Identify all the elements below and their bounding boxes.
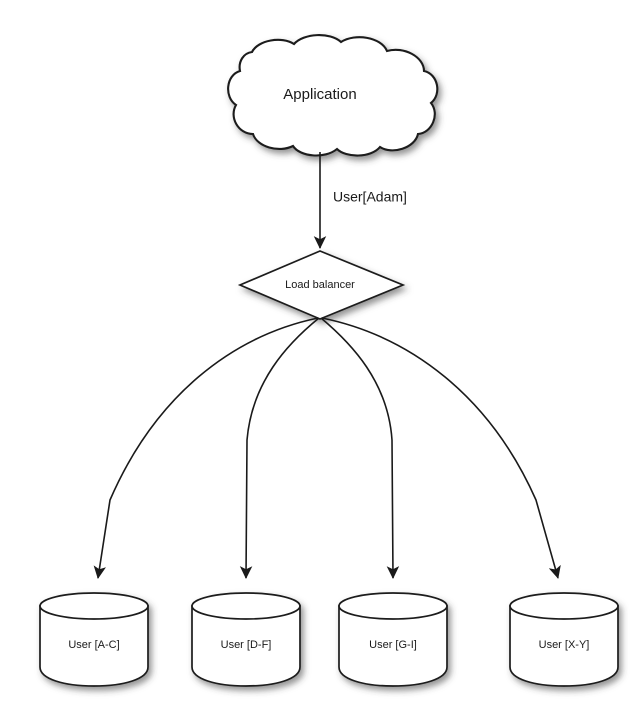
edge-line-lb-db3 — [320, 317, 400, 579]
db-label-user-a-c: User [A-C] — [68, 639, 119, 651]
node-db-user-x-y[interactable]: User [X-Y] — [509, 592, 619, 687]
edge-label-user-adam: User[Adam] — [333, 189, 407, 205]
node-db-user-a-c[interactable]: User [A-C] — [39, 592, 149, 687]
cylinder-top-2 — [191, 592, 301, 620]
cylinder-body-4 — [509, 605, 619, 687]
node-db-user-g-i[interactable]: User [G-I] — [338, 592, 448, 687]
cylinder-body-3 — [338, 605, 448, 687]
edge-lb-to-db-user-x-y — [321, 317, 561, 579]
edge-lb-to-db-user-g-i — [320, 317, 400, 579]
load-balancer-label: Load balancer — [285, 279, 355, 291]
edge-line-lb-db2 — [239, 317, 320, 579]
edge-application-to-load-balancer: User[Adam] — [313, 152, 407, 249]
edge-lb-to-db-user-a-c — [93, 317, 319, 579]
db-label-user-g-i: User [G-I] — [369, 639, 417, 651]
edge-lb-to-db-user-d-f — [239, 317, 320, 579]
cylinder-top-3 — [338, 592, 448, 620]
db-label-user-d-f: User [D-F] — [221, 639, 272, 651]
edge-line-lb-db4 — [321, 317, 561, 579]
application-label: Application — [283, 86, 356, 103]
diamond-shape — [237, 250, 406, 320]
edge-line-lb-db1 — [93, 317, 319, 579]
db-label-user-x-y: User [X-Y] — [539, 639, 590, 651]
cylinder-top-4 — [509, 592, 619, 620]
cylinder-top-1 — [39, 592, 149, 620]
node-application[interactable]: Application — [227, 34, 439, 157]
node-load-balancer[interactable]: Load balancer — [237, 250, 406, 320]
cloud-shape — [227, 34, 439, 157]
node-db-user-d-f[interactable]: User [D-F] — [191, 592, 301, 687]
cylinder-body-2 — [191, 605, 301, 687]
cylinder-body-1 — [39, 605, 149, 687]
